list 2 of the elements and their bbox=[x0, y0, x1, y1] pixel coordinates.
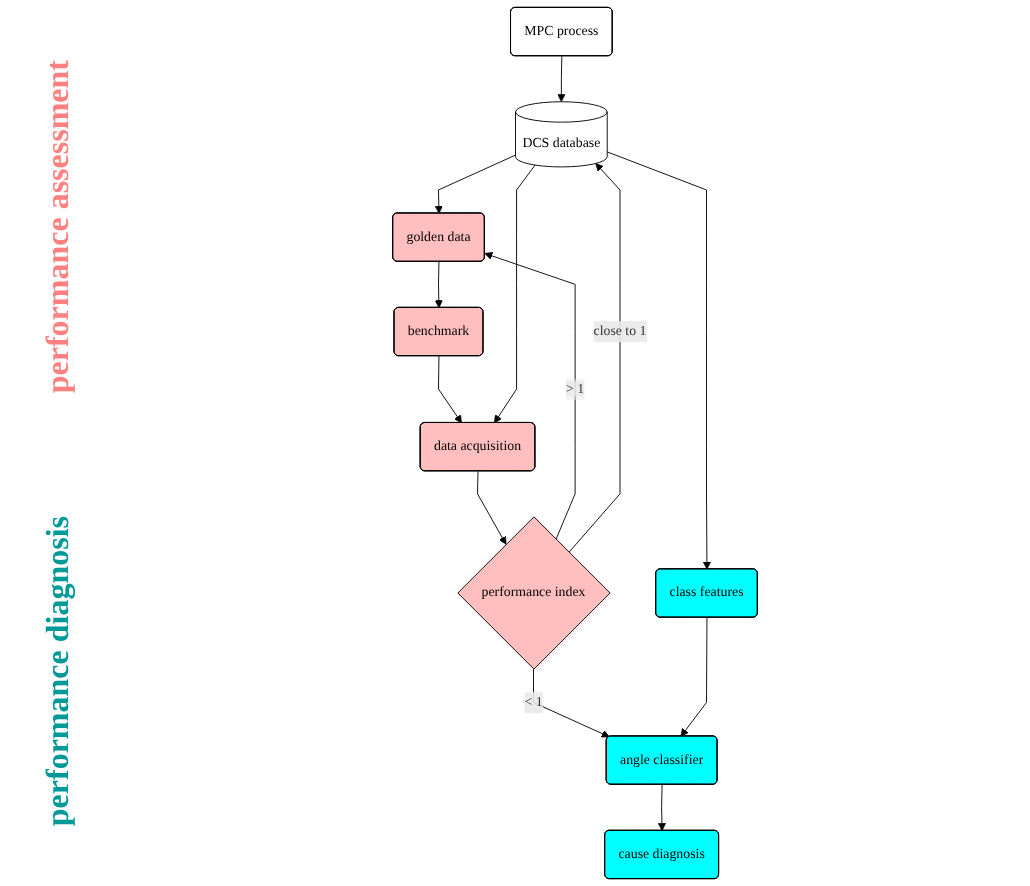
section-label: performance assessment bbox=[42, 60, 78, 394]
section-label: performance diagnosis bbox=[42, 515, 78, 826]
